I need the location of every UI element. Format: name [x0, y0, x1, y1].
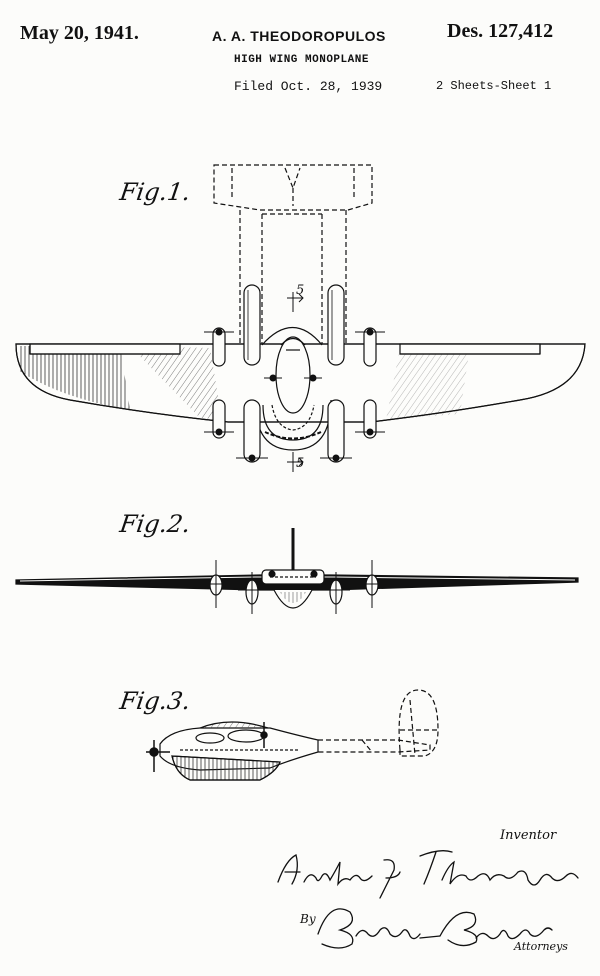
attorney-signature: [317, 908, 553, 949]
fig1-section-line: [287, 292, 304, 472]
sheet-count: 2 Sheets-Sheet 1: [436, 79, 552, 93]
patent-number: Des. 127,412: [447, 20, 554, 42]
fig1-main-wing: [15, 343, 586, 423]
fig3-side-view: [146, 689, 439, 781]
inventor-role-label: Inventor: [500, 828, 557, 843]
issue-date: May 20, 1941.: [20, 22, 139, 44]
section-label-bottom: 5: [296, 456, 304, 471]
fig2-front-view: [15, 528, 579, 614]
fig1-propellers: [204, 328, 385, 462]
fig1-plan-view: [15, 164, 586, 472]
by-label: By: [300, 912, 316, 926]
patent-title: HIGH WING MONOPLANE: [234, 54, 369, 66]
fig3-fuselage: [159, 721, 319, 781]
attorneys-role-label: Attorneys: [514, 940, 568, 953]
fig1-tail-dashed: [213, 164, 373, 345]
inventor-signature: [277, 850, 579, 899]
fig3-propellers: [146, 722, 268, 772]
fig1-fuselage: [254, 326, 332, 451]
inventor-header: A. A. THEODOROPULOS: [212, 28, 386, 44]
fig3-fin-dashed: [318, 689, 439, 757]
fig2-engines: [200, 560, 388, 614]
filed-date: Filed Oct. 28, 1939: [234, 79, 383, 94]
fig1-engine-nacelles: [212, 284, 377, 463]
section-label-top: 5: [296, 283, 304, 298]
fig2-fuselage: [261, 569, 325, 609]
